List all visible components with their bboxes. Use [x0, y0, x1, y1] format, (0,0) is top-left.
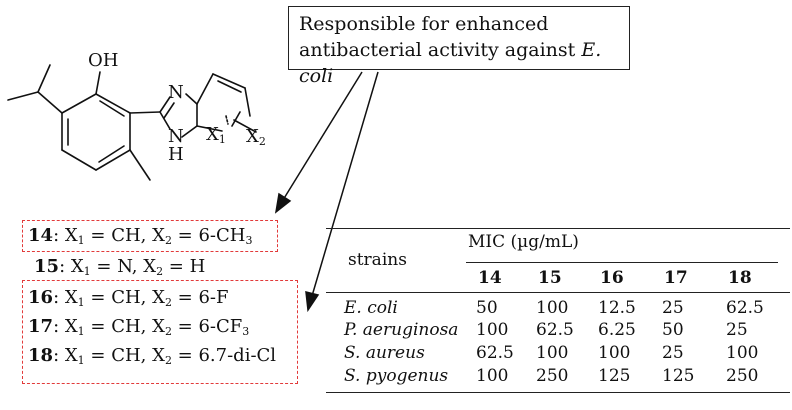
- column-header-16: 16: [600, 268, 624, 288]
- compound-number: 18: [28, 345, 54, 366]
- compound-16: 16: X1 = CH, X2 = 6-F: [28, 287, 229, 309]
- mic-header: MIC (µg/mL): [468, 232, 579, 252]
- mic-value: 62.5: [476, 343, 514, 363]
- imidazole-n-label: N: [168, 82, 184, 103]
- column-header-15: 15: [538, 268, 562, 288]
- compound-17: 17: X1 = CH, X2 = 6-CF3: [28, 316, 250, 338]
- mic-value: 25: [662, 343, 684, 363]
- mic-value: 250: [726, 366, 759, 386]
- mic-value: 125: [598, 366, 631, 386]
- strain-name: S. pyogenus: [344, 366, 449, 386]
- mic-value: 50: [476, 298, 498, 318]
- column-header-18: 18: [728, 268, 752, 288]
- compound-text: : X: [53, 345, 78, 366]
- mic-value: 62.5: [726, 298, 764, 318]
- mic-value: 50: [662, 320, 684, 340]
- mic-value: 25: [662, 298, 684, 318]
- table-bottom-rule: [326, 392, 790, 393]
- x1-label: X1: [206, 124, 226, 146]
- header-rule: [326, 292, 790, 293]
- x2-label: X2: [246, 126, 266, 148]
- compound-18: 18: X1 = CH, X2 = 6.7-di-Cl: [28, 345, 277, 367]
- compound-number: 17: [28, 316, 54, 337]
- column-header-14: 14: [478, 268, 502, 288]
- compound-text: : X: [53, 316, 78, 337]
- mic-value: 25: [726, 320, 748, 340]
- strain-name: E. coli: [344, 298, 398, 318]
- callout-line-1: Responsible for enhanced: [299, 13, 549, 35]
- mic-value: 250: [536, 366, 569, 386]
- mic-subrule: [466, 262, 778, 263]
- callout-box: Responsible for enhanced antibacterial a…: [288, 6, 630, 87]
- strains-header: strains: [348, 250, 407, 270]
- mic-value: 6.25: [598, 320, 636, 340]
- compound-15: 15: X1 = N, X2 = H: [34, 256, 206, 278]
- compound-14: 14: X1 = CH, X2 = 6-CH3: [28, 225, 253, 247]
- mic-value: 62.5: [536, 320, 574, 340]
- highlight-box-14: [22, 220, 278, 252]
- compound-number: 16: [28, 287, 54, 308]
- mic-value: 100: [598, 343, 631, 363]
- compound-number: 14: [28, 225, 54, 246]
- mic-value: 100: [476, 320, 509, 340]
- mic-value: 100: [536, 298, 569, 318]
- table-top-rule: [326, 228, 790, 229]
- mic-value: 125: [662, 366, 695, 386]
- callout-line-2: antibacterial activity against E. coli: [299, 39, 602, 87]
- oh-label: OH: [88, 50, 119, 71]
- mic-value: 12.5: [598, 298, 636, 318]
- mic-value: 100: [536, 343, 569, 363]
- imidazole-nh-n-label: N: [168, 126, 184, 147]
- compound-text: : X: [53, 225, 78, 246]
- highlight-box-16-18: [22, 280, 298, 384]
- mic-value: 100: [726, 343, 759, 363]
- compound-text: : X: [59, 256, 84, 277]
- compound-number: 15: [34, 256, 60, 277]
- strain-name: P. aeruginosa: [344, 320, 459, 340]
- column-header-17: 17: [664, 268, 688, 288]
- callout-ecoli: E. coli: [299, 39, 602, 87]
- mic-value: 100: [476, 366, 509, 386]
- strain-name: S. aureus: [344, 343, 425, 363]
- imidazole-nh-h-label: H: [168, 144, 184, 165]
- compound-text: : X: [53, 287, 78, 308]
